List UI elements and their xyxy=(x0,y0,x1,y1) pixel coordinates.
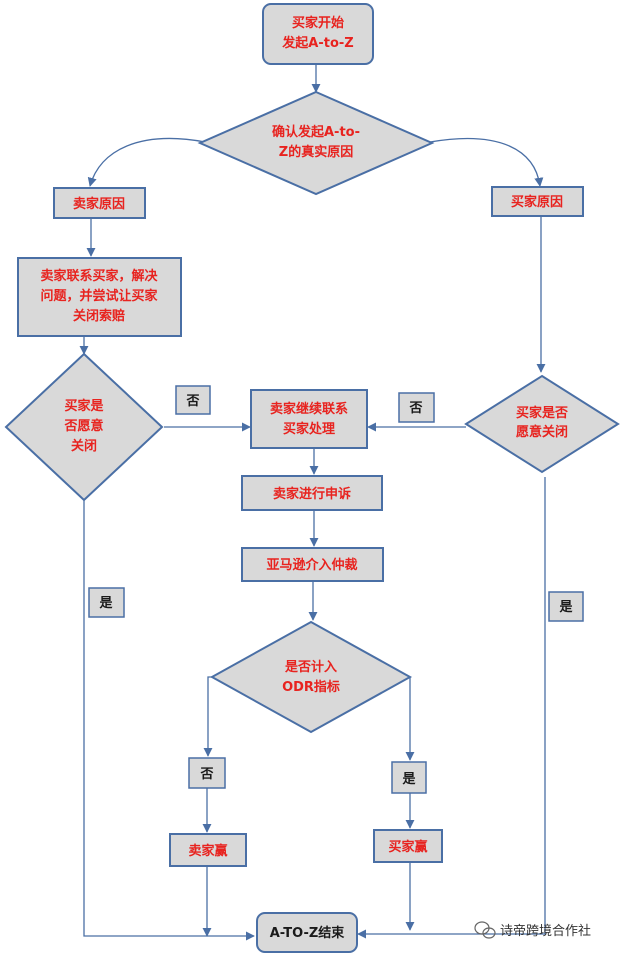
label-no-odr: 否 xyxy=(188,757,226,789)
seller-win-node: 卖家赢 xyxy=(169,833,247,867)
confirm-line-1: 确认发起A-to- xyxy=(272,124,360,140)
left-decision-line-1: 买家是 xyxy=(64,398,104,414)
left-close-decision: 买家是 否愿意 关闭 xyxy=(4,352,164,502)
seller-contact-line-1: 卖家联系买家，解决 xyxy=(40,268,158,284)
continue-contact-node: 卖家继续联系 买家处理 xyxy=(250,389,368,449)
buyer-win-label: 买家赢 xyxy=(388,839,427,855)
right-decision-line-2: 愿意关闭 xyxy=(516,424,568,440)
left-decision-line-2: 否愿意 xyxy=(63,418,103,434)
continue-line-2: 买家处理 xyxy=(283,421,335,437)
seller-contact-line-3: 关闭索赔 xyxy=(73,308,125,324)
svg-text:是: 是 xyxy=(558,600,573,615)
odr-line-2: ODR指标 xyxy=(282,679,340,695)
arrow-confirm-to-seller-reason xyxy=(87,137,206,187)
continue-line-1: 卖家继续联系 xyxy=(270,401,348,417)
wechat-icon xyxy=(474,921,496,939)
appeal-label: 卖家进行申诉 xyxy=(273,486,351,502)
confirm-reason-decision: 确认发起A-to- Z的真实原因 xyxy=(197,90,435,196)
arrow-right-yes-to-end xyxy=(357,477,546,939)
confirm-line-2: Z的真实原因 xyxy=(279,144,353,160)
svg-text:否: 否 xyxy=(185,394,199,409)
label-yes-right: 是 xyxy=(548,591,584,622)
end-node: A-TO-Z结束 xyxy=(256,912,358,953)
start-line-1: 买家开始 xyxy=(292,15,344,31)
label-no-left: 否 xyxy=(175,385,211,415)
amazon-arbitration-node: 亚马逊介入仲裁 xyxy=(241,547,384,582)
right-decision-line-1: 买家是否 xyxy=(516,405,568,421)
arrow-confirm-to-buyer-reason xyxy=(429,137,544,187)
seller-win-label: 卖家赢 xyxy=(188,843,227,859)
watermark-text: 诗帝跨境合作社 xyxy=(500,923,591,939)
label-yes-left: 是 xyxy=(88,587,125,618)
buyer-reason-label: 买家原因 xyxy=(511,194,563,210)
right-close-decision: 买家是否 愿意关闭 xyxy=(464,374,620,474)
svg-text:否: 否 xyxy=(199,767,213,782)
svg-text:是: 是 xyxy=(98,596,113,611)
buyer-reason-node: 买家原因 xyxy=(491,186,584,217)
end-label: A-TO-Z结束 xyxy=(270,925,346,941)
odr-line-1: 是否计入 xyxy=(284,659,337,675)
label-yes-odr: 是 xyxy=(391,761,427,794)
appeal-node: 卖家进行申诉 xyxy=(241,475,383,511)
left-decision-line-3: 关闭 xyxy=(71,438,97,454)
arrow-odr-to-no xyxy=(203,676,213,757)
seller-contact-line-2: 问题，并尝试让买家 xyxy=(40,288,158,304)
odr-decision: 是否计入 ODR指标 xyxy=(209,620,413,734)
seller-reason-label: 卖家原因 xyxy=(73,196,125,212)
arrow-left-yes-to-end xyxy=(83,500,255,941)
svg-text:否: 否 xyxy=(408,401,422,416)
buyer-win-node: 买家赢 xyxy=(373,829,443,863)
start-node: 买家开始 发起A-to-Z xyxy=(262,3,374,65)
seller-reason-node: 卖家原因 xyxy=(53,187,146,219)
start-line-2: 发起A-to-Z xyxy=(281,35,353,51)
watermark: 诗帝跨境合作社 xyxy=(474,921,591,939)
amazon-label: 亚马逊介入仲裁 xyxy=(266,557,357,573)
label-no-right: 否 xyxy=(398,392,435,423)
svg-text:是: 是 xyxy=(401,772,416,787)
seller-contact-node: 卖家联系买家，解决 问题，并尝试让买家 关闭索赔 xyxy=(17,257,182,337)
